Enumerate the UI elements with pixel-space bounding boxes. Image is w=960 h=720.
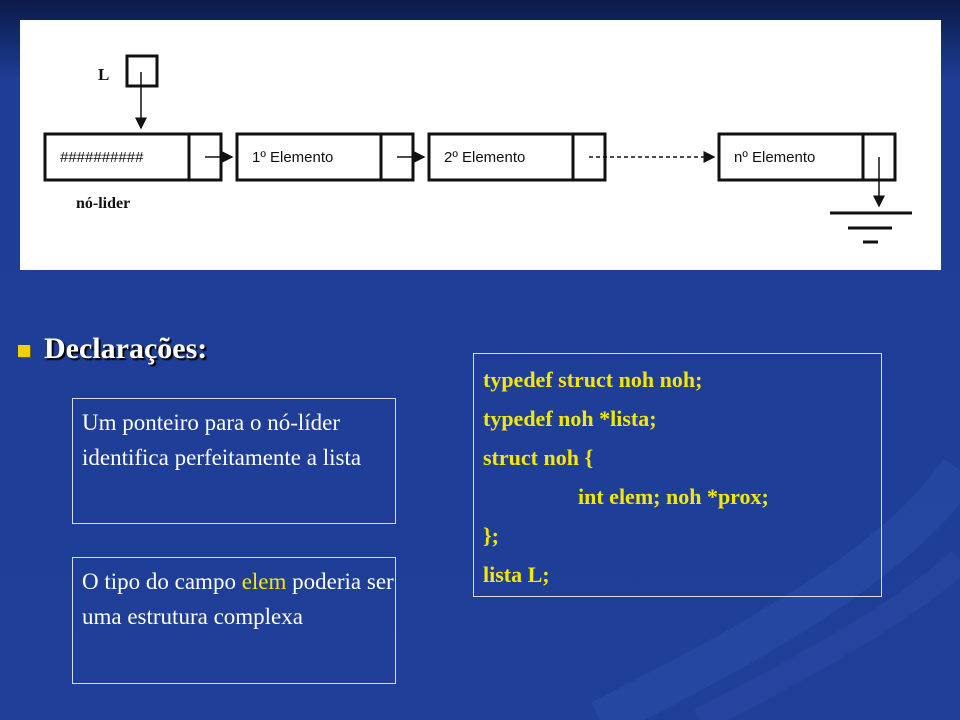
section-heading: Declarações: bbox=[44, 332, 208, 365]
note-elem-box: O tipo do campo elem poderia ser uma est… bbox=[72, 557, 396, 684]
leader-caption: nó-lider bbox=[76, 195, 130, 212]
note-elem-suffix: poderia ser uma estrutura complexa bbox=[82, 569, 394, 629]
linked-list-diagram: L ########## nó-lider 1º Elemento bbox=[20, 20, 941, 270]
leader-content: ########## bbox=[60, 149, 144, 166]
note-elem-highlight: elem bbox=[241, 569, 287, 594]
code-box: typedef struct noh noh; typedef noh *lis… bbox=[473, 353, 882, 597]
pointer-label: L bbox=[98, 65, 109, 84]
node-1: 1º Elemento bbox=[235, 132, 415, 182]
node-2-label: 2º Elemento bbox=[444, 149, 525, 166]
leader-node: ########## bbox=[43, 132, 223, 182]
code-line-6: lista L; bbox=[483, 562, 550, 587]
pointer-box bbox=[125, 54, 159, 88]
code-line-2: typedef noh *lista; bbox=[483, 406, 657, 431]
code-line-5: }; bbox=[483, 523, 499, 548]
code-line-3: struct noh { bbox=[483, 445, 594, 470]
code-line-4: int elem; noh *prox; bbox=[578, 484, 769, 509]
node-2: 2º Elemento bbox=[427, 132, 607, 182]
null-ground-icon bbox=[830, 157, 912, 244]
node-n-label: nº Elemento bbox=[734, 149, 815, 166]
node-1-label: 1º Elemento bbox=[252, 149, 333, 166]
note-elem-prefix: O tipo do campo bbox=[82, 569, 242, 594]
code-line-1: typedef struct noh noh; bbox=[483, 367, 703, 392]
note-pointer-box: Um ponteiro para o nó-líder identifica p… bbox=[72, 398, 396, 524]
bullet-icon bbox=[18, 345, 30, 357]
note-pointer-text: Um ponteiro para o nó-líder identifica p… bbox=[82, 410, 362, 470]
node-n: nº Elemento bbox=[717, 132, 897, 182]
